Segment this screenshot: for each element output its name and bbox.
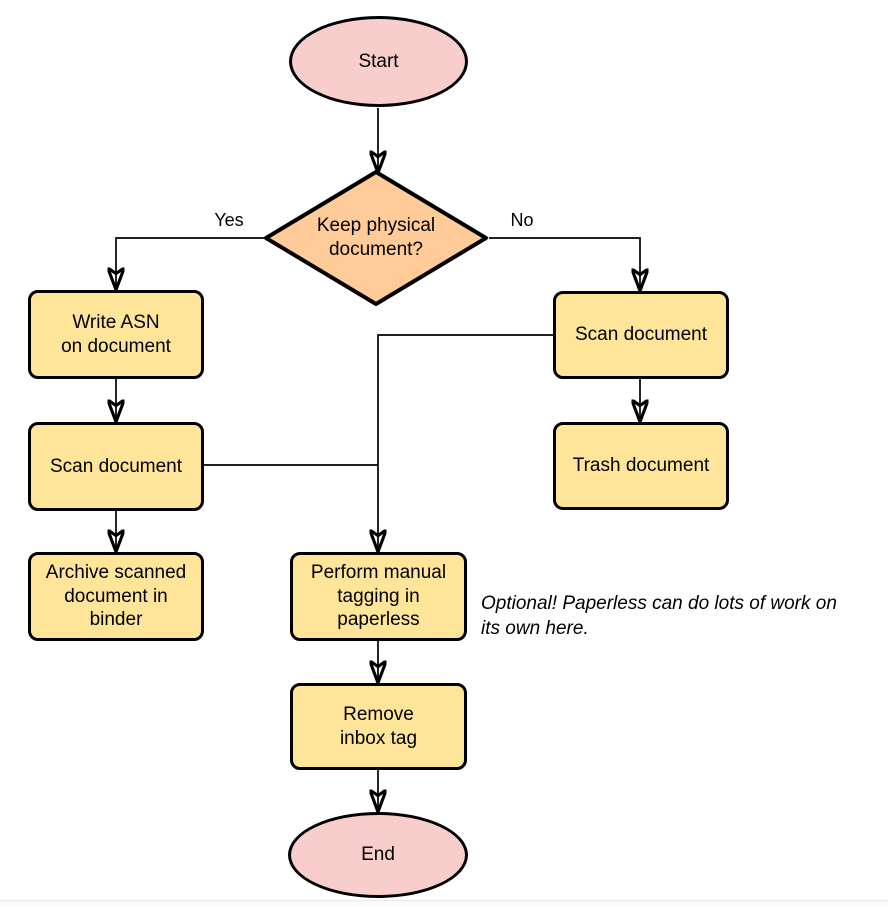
node-remove-inbox-tag: Remove inbox tag bbox=[290, 683, 467, 770]
decision-diamond-shape bbox=[264, 170, 488, 306]
node-end: End bbox=[288, 812, 468, 898]
decision-label: Keep physical document? bbox=[316, 215, 436, 260]
edge-decision-yes bbox=[116, 237, 264, 288]
node-manual-tagging: Perform manual tagging in paperless bbox=[290, 552, 467, 641]
optional-note: Optional! Paperless can do lots of work … bbox=[481, 593, 837, 640]
edge-label-no: No bbox=[510, 210, 534, 230]
node-start: Start bbox=[289, 16, 468, 107]
node-scan-document-right: Scan document bbox=[553, 291, 729, 379]
node-write-asn: Write ASN on document bbox=[28, 290, 204, 379]
node-scan-document-left: Scan document bbox=[28, 422, 204, 511]
node-archive-in-binder: Archive scanned document in binder bbox=[28, 552, 204, 641]
edge-scanr-to-tagging bbox=[378, 334, 553, 550]
edge-label-yes: Yes bbox=[214, 210, 244, 230]
bottom-divider bbox=[0, 900, 888, 907]
node-decision: Keep physical document? bbox=[263, 169, 489, 307]
edge-decision-no bbox=[489, 237, 640, 289]
node-trash-document: Trash document bbox=[553, 422, 729, 510]
